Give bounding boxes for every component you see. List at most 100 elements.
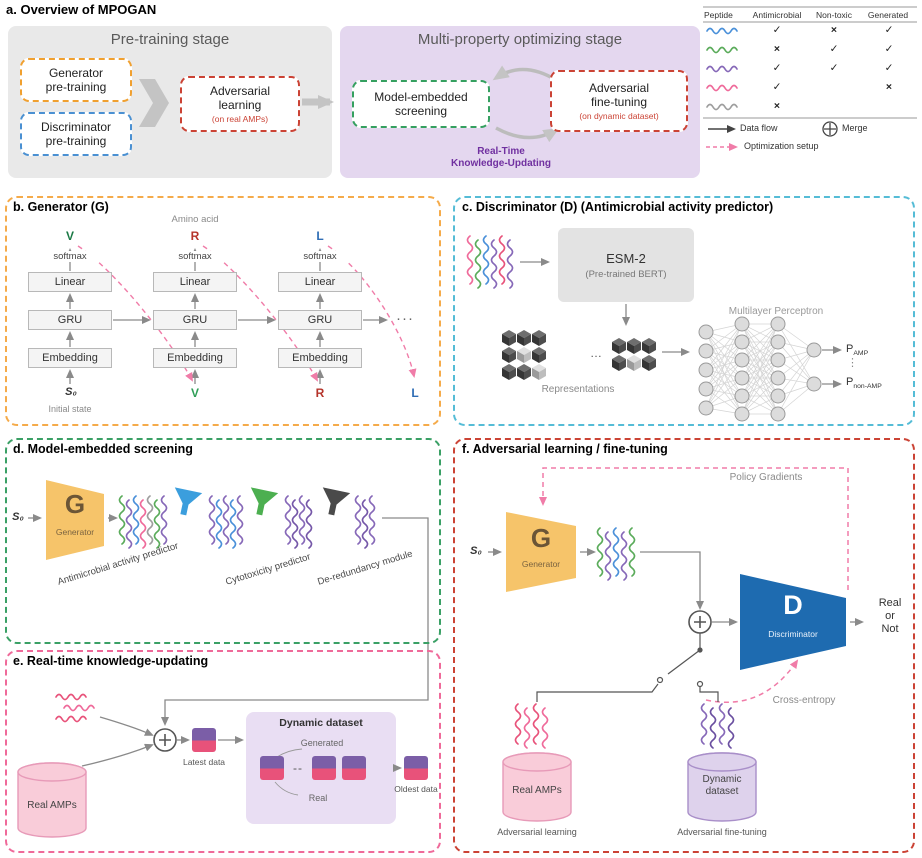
oldest-data-label: Oldest data xyxy=(394,784,438,794)
adversarial-learning-box: Adversarial learning (on real AMPs) xyxy=(180,76,300,132)
cycle-arrow-top xyxy=(492,65,557,82)
merge-node xyxy=(153,728,177,752)
panel-b-title: b. Generator (G) xyxy=(13,200,109,214)
softmax-label-1: softmax xyxy=(42,251,98,263)
peptide-purple-icon xyxy=(706,65,738,73)
panel-e-border xyxy=(5,650,441,853)
latest-data-label: Latest data xyxy=(182,757,226,767)
antimicrobial-funnel-icon xyxy=(174,487,203,516)
p-symbol: P xyxy=(846,376,854,388)
discriminator-letter-f: D xyxy=(783,590,803,620)
initial-state-d: S₀ xyxy=(12,511,24,523)
softmax-label-3: softmax xyxy=(292,251,348,263)
cubes-ellipsis: … xyxy=(590,346,602,360)
filter-funnels xyxy=(174,487,351,516)
cytotoxicity-funnel-icon xyxy=(250,487,279,516)
real-amps-cylinder-f xyxy=(502,752,572,822)
panel-a-title: a. Overview of MPOGAN xyxy=(6,2,157,17)
dataset-square-1 xyxy=(260,756,284,780)
generated-label: Generated xyxy=(300,738,344,748)
table-header-nontoxic: Non-toxic xyxy=(816,10,852,20)
dataset-flow-arrows xyxy=(177,736,402,772)
panel-d-border xyxy=(5,438,441,644)
cross-entropy-label: Cross-entropy xyxy=(772,695,836,706)
p-amp-sub: AMP xyxy=(853,350,869,358)
panel-c-title: c. Discriminator (D) (Antimicrobial acti… xyxy=(462,200,774,214)
adversarial-finetuning-note: (on dynamic dataset) xyxy=(579,110,659,121)
linear-layer-3: Linear xyxy=(278,272,362,292)
table-cell: ✓ xyxy=(884,43,894,55)
adversarial-learning-label: Adversarial learning xyxy=(209,84,271,113)
gru-layer-3: GRU xyxy=(278,310,362,330)
peptide-green-icon xyxy=(706,46,738,54)
input-letter-3: R xyxy=(315,386,325,400)
real-amps-label-f: Real AMPs xyxy=(512,785,562,796)
adversarial-finetuning-caption: Adversarial fine-tuning xyxy=(677,827,767,837)
amino-acid-label: Amino acid xyxy=(171,214,219,225)
model-embedded-screening-box: Model-embedded screening xyxy=(352,80,490,128)
real-pointer xyxy=(274,781,299,796)
merge-icon xyxy=(822,121,838,137)
generator-arrows xyxy=(66,248,388,384)
gru-layer-1: GRU xyxy=(28,310,112,330)
generated-pointer xyxy=(276,748,303,758)
input-letter-2: V xyxy=(190,386,199,400)
legend-peptide-icons xyxy=(706,27,738,111)
chevron-arrow-icon xyxy=(139,79,169,127)
p-symbol: P xyxy=(846,343,854,355)
screened-output-connector xyxy=(161,517,429,726)
esm2-box: ESM-2 (Pre-trained BERT) xyxy=(558,228,694,302)
initial-state-label: Initial state xyxy=(48,404,92,414)
table-header-peptide: Peptide xyxy=(704,10,733,20)
legend-data-flow-label: Data flow xyxy=(740,123,778,133)
p-nonamp-label: Pnon-AMP xyxy=(846,376,906,391)
discriminator-flow-arrows xyxy=(520,258,842,388)
optimizing-stage-title: Multi-property optimizing stage xyxy=(417,31,623,48)
dynamic-dataset-label-f: Dynamic dataset xyxy=(702,774,742,797)
legend-merge-label: Merge xyxy=(842,123,868,133)
real-label: Real xyxy=(308,793,328,803)
mlp-label: Multilayer Perceptron xyxy=(728,306,824,317)
stage-flow-arrows xyxy=(139,65,560,143)
adversarial-finetuning-label: Adversarial fine-tuning xyxy=(588,81,650,110)
dataset-ellipsis: -- xyxy=(293,761,303,775)
table-cell: × xyxy=(773,100,781,112)
output-letter-1: V xyxy=(65,229,74,243)
initial-state-symbol: S₀ xyxy=(65,386,77,398)
embedding-layer-1: Embedding xyxy=(28,348,112,368)
p-nonamp-sub: non-AMP xyxy=(853,383,882,391)
table-cell: ✓ xyxy=(829,43,839,55)
real-amps-label-e: Real AMPs xyxy=(27,800,77,811)
panel-e-title: e. Real-time knowledge-updating xyxy=(13,654,209,668)
adversarial-finetuning-box: Adversarial fine-tuning (on dynamic data… xyxy=(550,70,688,132)
table-cell: × xyxy=(885,81,893,93)
generator-sublabel-f: Generator xyxy=(521,559,561,569)
peptide-gray-icon xyxy=(706,103,738,111)
legend-symbols xyxy=(706,121,838,151)
adversarial-learning-note: (on real AMPs) xyxy=(211,113,269,124)
pretraining-stage-title: Pre-training stage xyxy=(110,31,230,48)
embedding-layer-3: Embedding xyxy=(278,348,362,368)
panel-d-title: d. Model-embedded screening xyxy=(13,442,193,456)
generator-pretraining-box: Generator pre-training xyxy=(20,58,132,102)
deredundancy-funnel-icon xyxy=(322,487,351,516)
model-embedded-screening-label: Model-embedded screening xyxy=(374,89,468,118)
legend-optimization-label: Optimization setup xyxy=(744,141,819,151)
source-switch xyxy=(536,633,719,702)
adversarial-flow-arrows xyxy=(488,548,864,626)
generator-ellipsis: ··· xyxy=(396,310,414,327)
input-letter-4: L xyxy=(411,386,419,400)
legend-table-rules xyxy=(703,6,917,119)
generator-sublabel-d: Generator xyxy=(55,527,95,537)
softmax-label-2: softmax xyxy=(167,251,223,263)
dynamic-dataset-title: Dynamic dataset xyxy=(279,717,363,729)
table-cell: × xyxy=(773,43,781,55)
table-cell: ✓ xyxy=(772,81,782,93)
table-cell: ✓ xyxy=(884,62,894,74)
gru-layer-2: GRU xyxy=(153,310,237,330)
knowledge-updating-label: Real-Time Knowledge-Updating xyxy=(451,146,551,169)
real-amps-cylinder xyxy=(17,762,87,838)
discriminator-sublabel-f: Discriminator xyxy=(768,629,818,639)
